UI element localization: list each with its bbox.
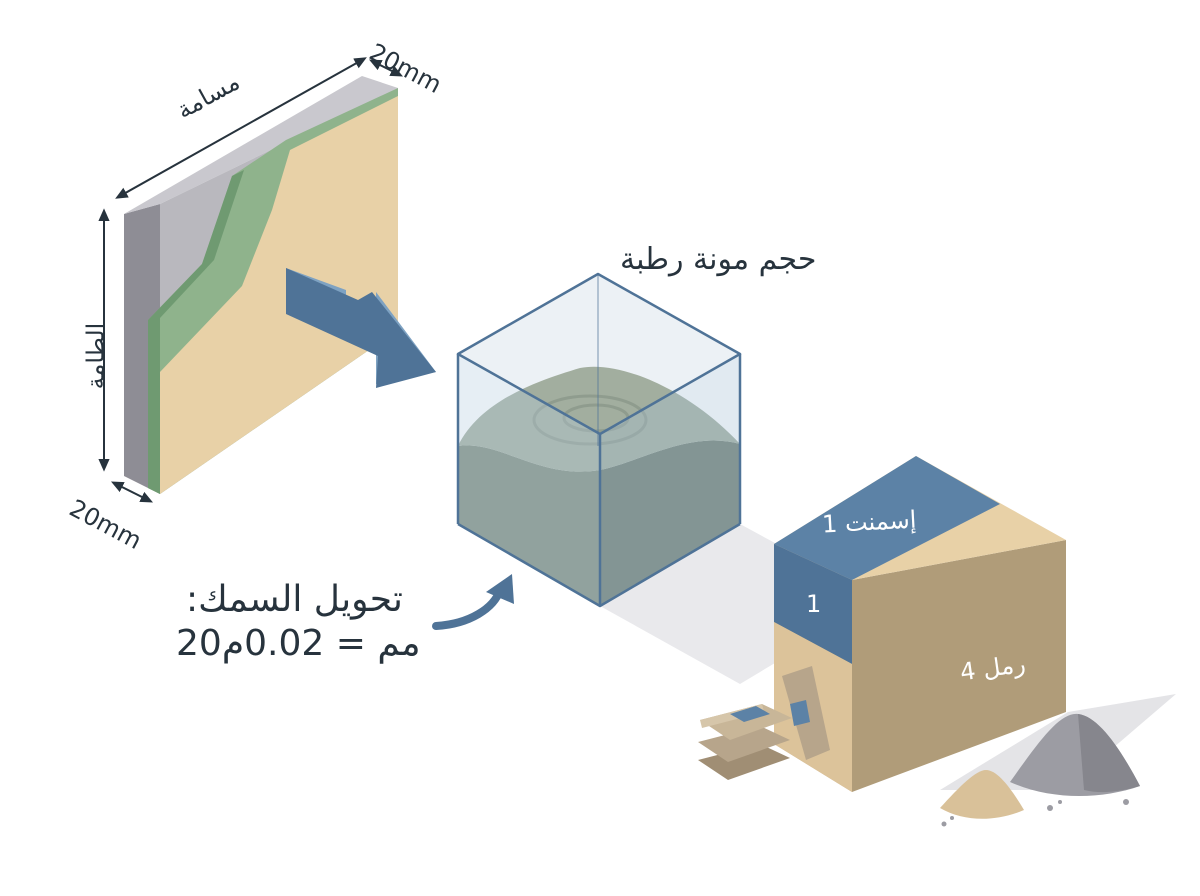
wall-green-edge (148, 170, 244, 494)
wall-panel (124, 76, 398, 494)
mortar-fill-left (458, 445, 600, 606)
flow-arrow-icon (286, 268, 436, 388)
mortar-fill-right (600, 440, 740, 606)
mortar-cube (456, 272, 742, 608)
sand-pile (940, 770, 1024, 819)
cube-title: حجم مونة رطبة (620, 242, 817, 277)
conversion-value: 20مم = 0.02م (176, 623, 421, 664)
wall-height-label: الطامة (81, 322, 110, 390)
cement-bags-icon (698, 666, 830, 780)
cement-top-face (774, 456, 1000, 580)
cement-side-face (774, 544, 852, 664)
top-thickness-arrow (368, 59, 404, 77)
width-dimension-arrow (115, 57, 367, 199)
cement-side-label: 1 (806, 590, 822, 618)
curved-arrow-icon (432, 574, 514, 630)
conversion-title: تحويل السمك: (186, 579, 403, 620)
wall-dimensions (98, 57, 404, 503)
material-piles (940, 713, 1140, 827)
bottom-thickness-arrow (110, 481, 154, 503)
cement-top-label: إسمنت 1 (821, 505, 918, 539)
